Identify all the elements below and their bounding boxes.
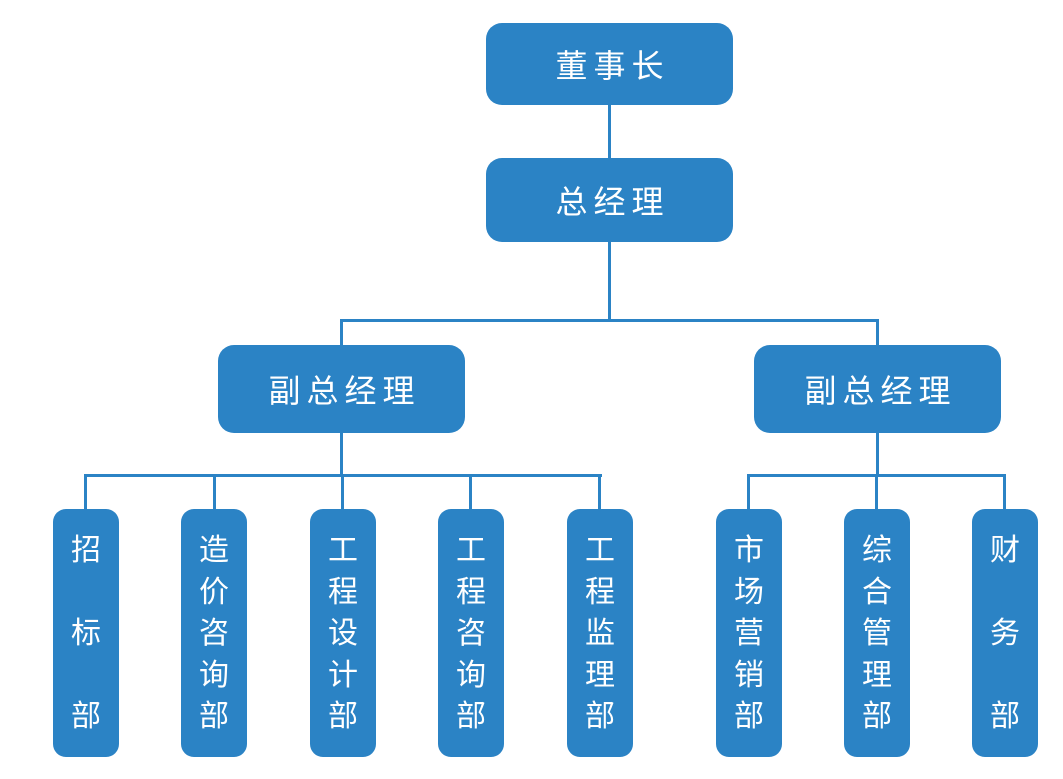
dept-label-char: 招 (71, 534, 101, 567)
node-dept-engineering-consulting: 工程咨询部 (438, 509, 504, 757)
dept-label-char: 部 (734, 700, 764, 733)
dept-label-char: 市 (734, 534, 764, 567)
node-general-manager-label: 总经理 (555, 184, 670, 220)
connector-left-drop-5 (598, 474, 601, 511)
node-dept-general-management: 综合管理部 (844, 509, 910, 757)
connector-right-riser (876, 430, 879, 476)
dept-label-char: 工 (328, 534, 358, 567)
dept-label-char: 工 (456, 534, 486, 567)
dept-label-char: 场 (734, 575, 764, 609)
dept-label-char: 程 (585, 575, 615, 609)
dept-label-char: 监 (585, 617, 615, 650)
connector-right-drop-1 (747, 474, 750, 511)
node-dept-bidding: 招标部 (53, 509, 119, 757)
dept-label-char: 程 (456, 575, 486, 609)
dept-label-char: 咨 (456, 617, 486, 650)
connector-left-drop-1 (84, 474, 87, 511)
dept-label-char: 部 (585, 700, 615, 733)
dept-label-char: 财 (990, 534, 1020, 567)
dept-label-char: 部 (199, 700, 229, 733)
dept-label-char: 理 (862, 658, 892, 692)
node-deputy-gm-left: 副总经理 (218, 345, 465, 433)
connector-split-bar (340, 319, 879, 322)
dept-label-char: 部 (862, 700, 892, 733)
dept-label-char: 设 (328, 617, 358, 650)
connector-left-drop-4 (469, 474, 472, 511)
dept-label-char: 工 (585, 534, 615, 567)
connector-gm-riser (608, 241, 611, 321)
node-dept-engineering-supervision: 工程监理部 (567, 509, 633, 757)
dept-label-char: 程 (328, 575, 358, 609)
dept-label-char: 造 (199, 534, 229, 567)
dept-label-char: 部 (456, 700, 486, 733)
connector-split-drop-left (340, 319, 343, 347)
connector-right-drop-3 (1003, 474, 1006, 511)
node-general-manager: 总经理 (486, 158, 733, 242)
dept-label-char: 合 (862, 575, 892, 609)
node-deputy-gm-right-label: 副总经理 (804, 373, 957, 409)
dept-label-char: 咨 (199, 617, 229, 650)
node-dept-marketing: 市场营销部 (716, 509, 782, 757)
dept-label-char: 询 (456, 658, 486, 692)
dept-label-char: 部 (990, 700, 1020, 733)
dept-label-char: 询 (199, 658, 229, 692)
dept-label-char: 计 (328, 658, 358, 692)
node-deputy-gm-right: 副总经理 (754, 345, 1001, 433)
node-chairman-label: 董事长 (555, 48, 670, 84)
connector-left-riser (340, 430, 343, 476)
connector-right-drop-2 (875, 474, 878, 511)
dept-label-char: 部 (71, 700, 101, 733)
dept-label-char: 部 (328, 700, 358, 733)
connector-split-drop-right (876, 319, 879, 347)
connector-left-drop-3 (341, 474, 344, 511)
dept-label-char: 标 (71, 617, 101, 650)
dept-label-char: 综 (862, 534, 892, 567)
dept-label-char: 价 (199, 575, 229, 609)
dept-label-char: 务 (990, 617, 1020, 650)
node-chairman: 董事长 (486, 23, 733, 105)
node-dept-finance: 财务部 (972, 509, 1038, 757)
node-dept-engineering-design: 工程设计部 (310, 509, 376, 757)
connector-chairman-to-gm (608, 104, 611, 160)
node-deputy-gm-left-label: 副总经理 (268, 373, 421, 409)
dept-label-char: 理 (585, 658, 615, 692)
dept-label-char: 销 (734, 658, 764, 692)
connector-left-drop-2 (213, 474, 216, 511)
dept-label-char: 营 (734, 617, 764, 650)
dept-label-char: 管 (862, 617, 892, 650)
node-dept-cost-consulting: 造价咨询部 (181, 509, 247, 757)
